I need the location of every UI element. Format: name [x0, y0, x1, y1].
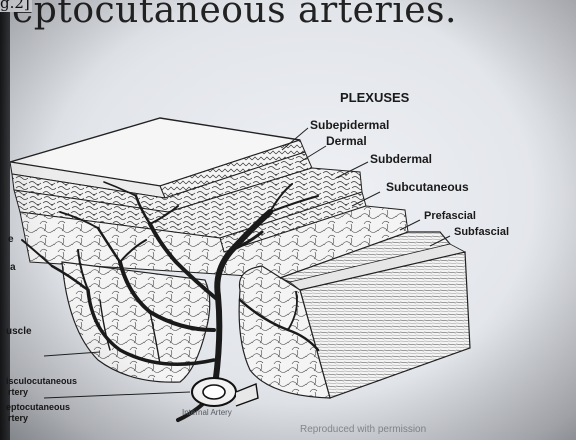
label-dermal: Dermal — [326, 134, 367, 148]
label-subepidermal: Subepidermal — [310, 118, 389, 132]
left-label-muscle: uscle — [6, 326, 32, 337]
page-heading: eptocutaneous arteries. — [12, 0, 457, 31]
label-subfascial: Subfascial — [454, 226, 509, 238]
left-label-a: a — [10, 262, 16, 273]
left-label-artery-2: rtery — [8, 413, 28, 423]
left-label-septocutaneous: eptocutaneous — [6, 402, 70, 412]
blurred-caption: Reproduced with permission — [300, 424, 426, 435]
label-subdermal: Subdermal — [370, 152, 432, 166]
left-label-artery-1: rtery — [8, 387, 28, 397]
screen-bezel — [0, 0, 10, 440]
source-artery — [192, 378, 258, 406]
label-subcutaneous: Subcutaneous — [386, 180, 469, 194]
left-label-musculocutaneous: isculocutaneous — [6, 376, 77, 386]
label-internal-artery: Internal Artery — [182, 408, 232, 417]
plexuses-title: PLEXUSES — [340, 90, 409, 105]
left-label-e: e — [8, 234, 14, 245]
figure-tag: g.2] — [0, 0, 32, 12]
label-prefascial: Prefascial — [424, 210, 476, 222]
